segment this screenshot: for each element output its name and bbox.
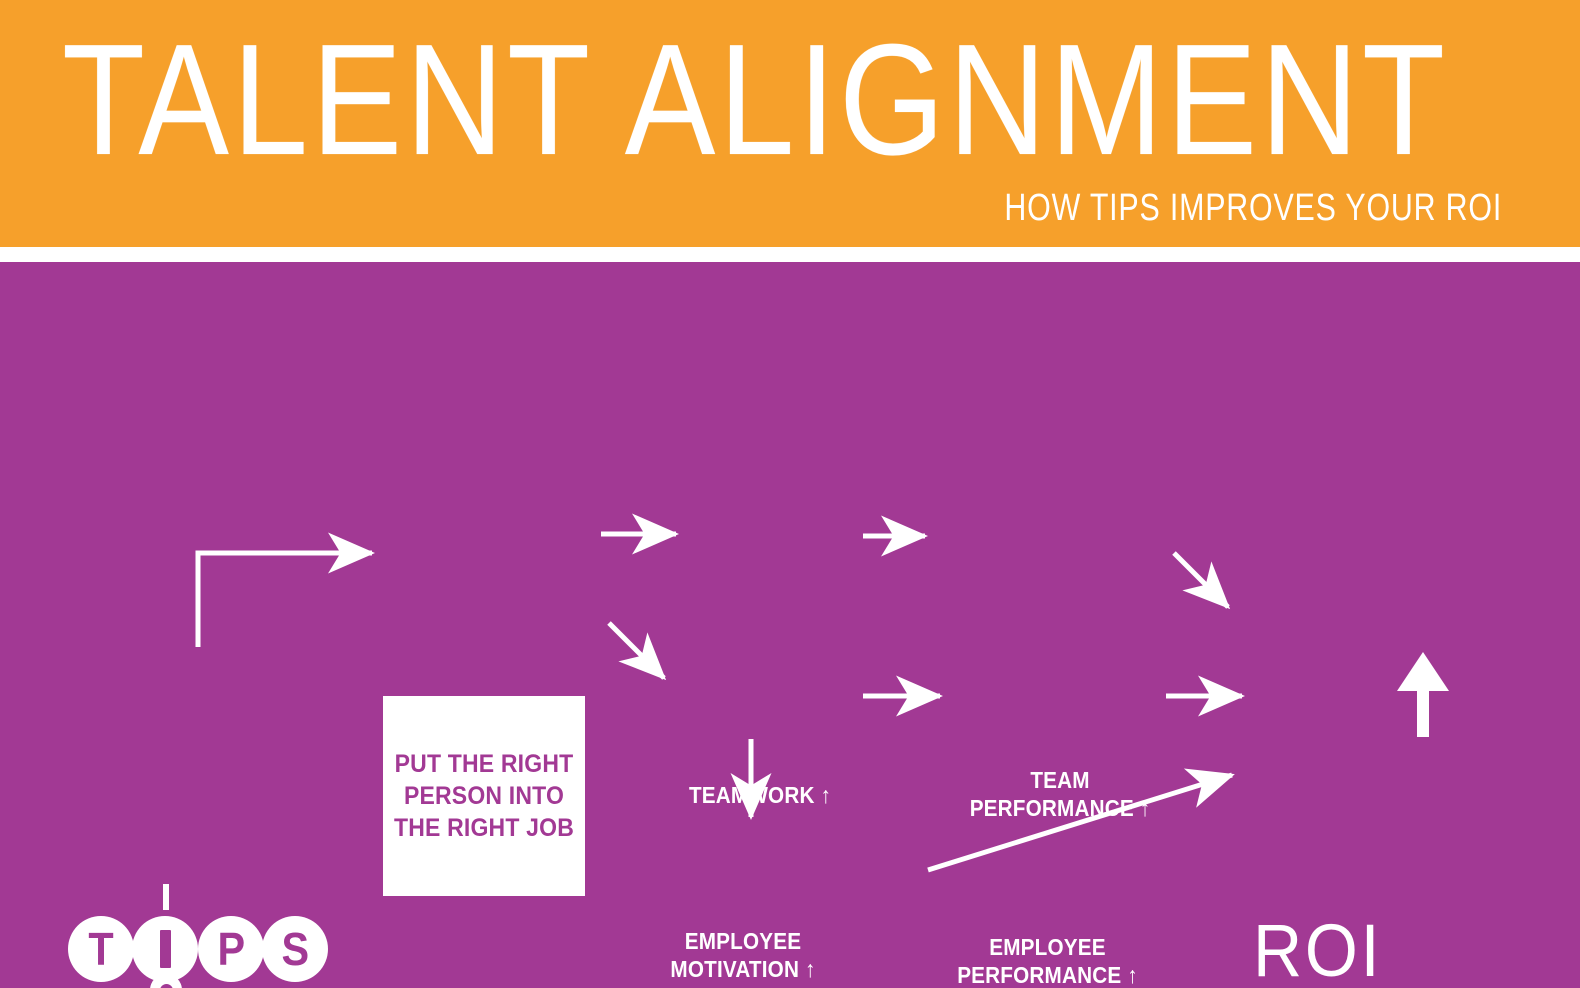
- logo-exclamation-bar-icon: [160, 930, 171, 968]
- roi-up-arrow-icon: [1397, 652, 1449, 737]
- diagram-panel: T P S PUT THE RIGHT PERSON INTO THE RIGH…: [0, 262, 1580, 988]
- right-person-card-text: PUT THE RIGHT PERSON INTO THE RIGHT JOB: [393, 750, 575, 842]
- arrow-card-to-employeemotivation: [607, 621, 667, 681]
- logo-circle-p: P: [198, 916, 264, 982]
- logo-letter-s: S: [281, 923, 309, 975]
- logo-circle-t: T: [68, 916, 134, 982]
- right-person-card[interactable]: PUT THE RIGHT PERSON INTO THE RIGHT JOB: [383, 696, 585, 896]
- header-divider: [0, 247, 1580, 262]
- arrow-tips-to-card: [195, 532, 376, 647]
- node-teamwork: TEAMWORK ↑: [688, 782, 832, 808]
- arrow-teamperformance-to-roi: [1172, 551, 1231, 610]
- page-title: TALENT ALIGNMENT: [62, 12, 1449, 188]
- node-team-performance: TEAM PERFORMANCE ↑: [969, 767, 1151, 821]
- header-banner: TALENT ALIGNMENT HOW TIPS IMPROVES YOUR …: [0, 0, 1580, 247]
- arrow-layer: [195, 513, 1449, 873]
- logo-circle-s: S: [262, 916, 328, 982]
- node-employee-motivation: EMPLOYEE MOTIVATION ↑: [670, 928, 816, 982]
- logo-letter-t: T: [88, 923, 114, 975]
- logo-letter-p: P: [217, 923, 245, 975]
- logo-i-tick: [163, 884, 169, 910]
- node-roi: ROI: [1253, 909, 1383, 988]
- page-subtitle: HOW TIPS IMPROVES YOUR ROI: [1004, 187, 1502, 229]
- logo-exclamation-dot-icon: [150, 974, 182, 988]
- tips-logo[interactable]: T P S: [62, 884, 352, 988]
- node-employee-performance: EMPLOYEE PERFORMANCE ↑: [957, 934, 1138, 988]
